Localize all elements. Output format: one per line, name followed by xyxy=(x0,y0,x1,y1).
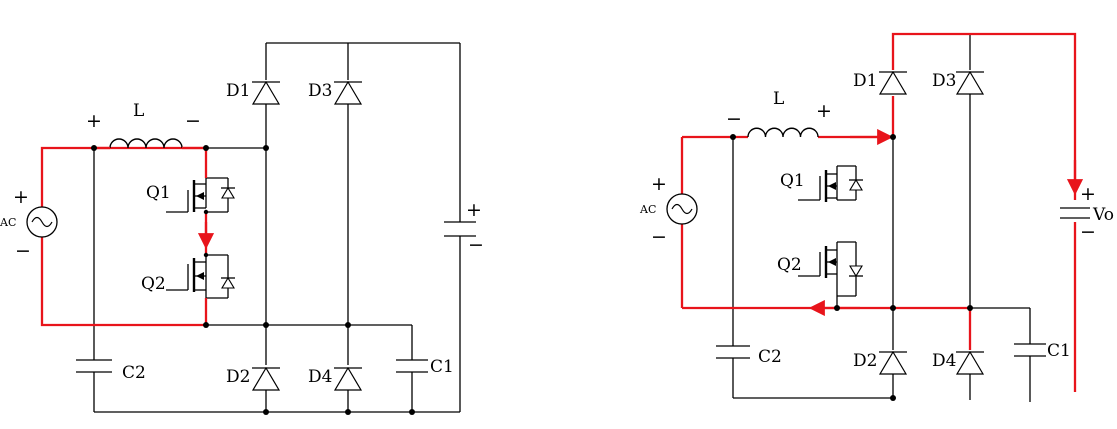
left-inductor xyxy=(94,138,206,150)
right-q1-mosfet xyxy=(798,170,863,202)
right-circuit: L − + + AC − Q1 Q2 D1 D3 D2 D4 C1 C2 + −… xyxy=(639,32,1114,402)
right-label-out-minus: − xyxy=(1080,221,1096,243)
left-wiring xyxy=(93,42,461,413)
right-label-q1: Q1 xyxy=(780,171,805,191)
left-label-d1: D1 xyxy=(226,81,250,101)
right-label-l-plus: + xyxy=(816,100,832,122)
right-ac-source xyxy=(666,193,698,225)
left-q2-mosfet xyxy=(166,258,235,292)
right-output-capacitor xyxy=(1060,207,1090,219)
left-label-c1: C1 xyxy=(430,357,454,377)
right-label-ac: AC xyxy=(639,203,656,216)
right-q2-mosfet xyxy=(798,246,863,278)
left-label-source-plus: + xyxy=(13,186,29,208)
right-label-l: L xyxy=(773,89,784,109)
right-label-vo: Vo xyxy=(1092,205,1114,225)
left-label-out-plus: + xyxy=(466,199,482,221)
right-label-d1: D1 xyxy=(853,71,877,91)
right-d4-diode xyxy=(955,350,985,375)
right-current-path xyxy=(680,32,1084,392)
right-label-d2: D2 xyxy=(853,351,877,371)
left-label-out-minus: − xyxy=(468,234,484,256)
right-label-c1: C1 xyxy=(1047,341,1071,361)
left-d4-diode xyxy=(333,366,363,391)
left-label-l: L xyxy=(133,101,144,121)
right-junctions xyxy=(730,134,973,401)
right-d3-diode xyxy=(955,70,985,95)
left-current-path xyxy=(40,146,215,327)
right-d1-diode xyxy=(878,70,908,95)
left-label-d4: D4 xyxy=(308,367,332,387)
left-label-d3: D3 xyxy=(308,81,332,101)
left-label-d2: D2 xyxy=(226,367,250,387)
left-label-ac: AC xyxy=(0,216,16,229)
left-label-l-minus: − xyxy=(185,110,201,132)
left-c1-capacitor xyxy=(396,359,428,373)
left-output-capacitor xyxy=(444,221,476,237)
left-label-q2: Q2 xyxy=(141,274,166,294)
right-label-source-minus: − xyxy=(651,226,667,248)
left-ac-source xyxy=(26,206,58,238)
right-label-q2: Q2 xyxy=(777,255,802,275)
right-c2-capacitor xyxy=(716,345,750,359)
left-d1-diode xyxy=(251,80,281,105)
left-label-q1: Q1 xyxy=(146,183,171,203)
left-label-l-plus: + xyxy=(86,110,102,132)
right-label-c2: C2 xyxy=(758,347,782,367)
right-label-d4: D4 xyxy=(932,351,956,371)
left-label-source-minus: − xyxy=(15,240,31,262)
left-circuit: L + − + AC − Q1 Q2 D1 D3 D2 D4 C1 C2 + − xyxy=(0,42,484,415)
right-d2-diode xyxy=(878,350,908,375)
right-label-l-minus: − xyxy=(726,108,742,130)
left-d2-diode xyxy=(251,366,281,391)
right-label-source-plus: + xyxy=(651,173,667,195)
left-q1-mosfet xyxy=(166,180,235,213)
right-label-out-plus: + xyxy=(1080,183,1096,205)
left-label-c2: C2 xyxy=(122,363,146,383)
left-c2-capacitor xyxy=(76,359,112,373)
left-junctions xyxy=(91,145,415,415)
right-label-d3: D3 xyxy=(932,71,956,91)
left-d3-diode xyxy=(333,80,363,105)
right-inductor xyxy=(747,127,819,138)
right-c1-capacitor xyxy=(1014,343,1046,357)
right-wiring xyxy=(732,34,1031,402)
